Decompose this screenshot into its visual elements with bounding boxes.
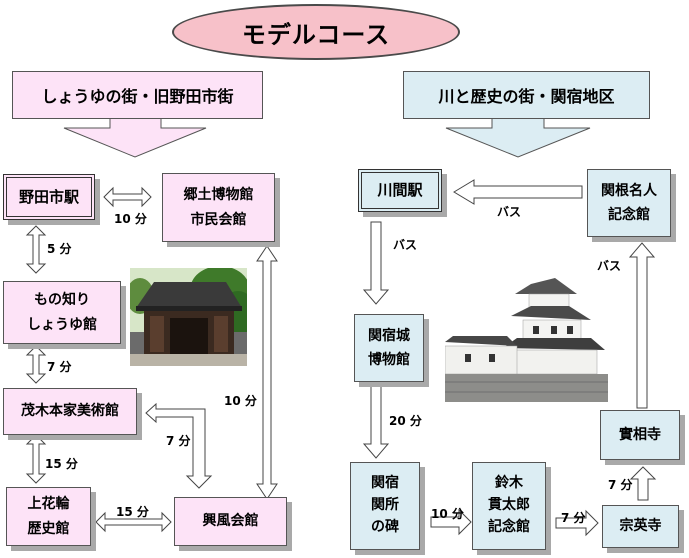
node-suzuki-line1: 鈴木 [495, 475, 523, 492]
node-sekiyado-seki-line3: の碑 [371, 518, 399, 535]
label-kawama-castle: バス [393, 238, 418, 252]
label-noda-local: 10 分 [114, 212, 147, 226]
label-seki-suzuki: 10 分 [431, 507, 464, 521]
arrow-mogi-kamihanawa [25, 434, 47, 484]
section-header-right: 川と歴史の街・関宿地区 [403, 71, 650, 119]
node-kawama-station: 川間駅 [358, 169, 442, 212]
node-suzuki-line2: 貫太郎 [488, 497, 530, 514]
arrow-jissoji-sekine [628, 242, 656, 409]
label-suzuki-soeiji: 7 分 [561, 511, 586, 525]
node-sekiyado-seki: 関宿 関所 の碑 [350, 462, 420, 550]
node-kamihanawa-line1: 上花輪 [27, 496, 70, 512]
right-header-down-arrow [445, 117, 591, 158]
node-sekiyado-seki-line2: 関所 [371, 497, 399, 514]
label-sekine-kawama: バス [497, 205, 522, 219]
node-local-museum-line2: 市民会館 [190, 211, 247, 228]
node-kofukai: 興風会館 [174, 497, 287, 546]
node-monoshiri-line2: しょうゆ館 [27, 316, 97, 333]
sekiyado-castle-photo [445, 276, 608, 402]
node-sekine-line2: 記念館 [608, 207, 650, 223]
arrow-noda-local [103, 186, 152, 208]
node-sekiyado-castle-line1: 関宿城 [368, 327, 410, 344]
label-noda-monoshiri: 5 分 [47, 242, 72, 256]
arrow-noda-monoshiri [25, 225, 47, 274]
node-mogi-museum: 茂木本家美術館 [3, 388, 137, 435]
arrow-local-kofukai [256, 245, 278, 500]
arrow-soeiji-jissoji [629, 466, 657, 501]
arrow-sekine-kawama [453, 179, 583, 205]
node-soeiji: 宗英寺 [602, 505, 679, 548]
arrow-kamihanawa-kofukai [95, 511, 172, 533]
label-mogi-kamihanawa: 15 分 [45, 457, 78, 471]
node-local-museum: 郷土博物館 市民会館 [162, 173, 275, 242]
node-monoshiri: もの知り しょうゆ館 [3, 281, 121, 344]
arrow-castle-seki [362, 385, 390, 459]
arrow-kawama-castle [362, 221, 390, 305]
japanese-gate-photo [130, 268, 247, 366]
node-jissoji: 實相寺 [600, 410, 680, 460]
label-local-kofukai: 10 分 [224, 394, 257, 408]
section-header-left: しょうゆの街・旧野田市街 [12, 71, 263, 119]
node-sekiyado-seki-line1: 関宿 [371, 475, 399, 492]
node-monoshiri-line1: もの知り [34, 292, 90, 308]
label-jissoji-sekine: バス [597, 259, 622, 273]
label-mogi-kofukai: 7 分 [166, 434, 191, 448]
label-soeiji-jissoji: 7 分 [608, 478, 633, 492]
node-sekiyado-castle: 関宿城 博物館 [354, 314, 424, 382]
node-kamihanawa: 上花輪 歴史館 [6, 487, 91, 546]
arrow-suzuki-soeiji [555, 509, 599, 537]
node-noda-station: 野田市駅 [3, 174, 95, 220]
label-monoshiri-mogi: 7 分 [47, 360, 72, 374]
node-suzuki-line3: 記念館 [488, 518, 530, 535]
label-kamihanawa-kofukai: 15 分 [116, 505, 149, 519]
node-suzuki: 鈴木 貫太郎 記念館 [472, 462, 546, 550]
node-sekine-line1: 関根名人 [601, 182, 657, 199]
arrow-mogi-kofukai [145, 402, 213, 489]
node-sekiyado-castle-line2: 博物館 [368, 352, 410, 368]
node-sekine: 関根名人 記念館 [587, 169, 671, 237]
arrow-seki-suzuki [430, 508, 472, 536]
left-header-down-arrow [63, 117, 207, 158]
node-kamihanawa-line2: 歴史館 [27, 520, 70, 537]
label-castle-seki: 20 分 [389, 414, 422, 428]
page-title: モデルコース [172, 4, 460, 60]
arrow-monoshiri-mogi [25, 345, 47, 384]
node-local-museum-line1: 郷土博物館 [183, 187, 254, 203]
